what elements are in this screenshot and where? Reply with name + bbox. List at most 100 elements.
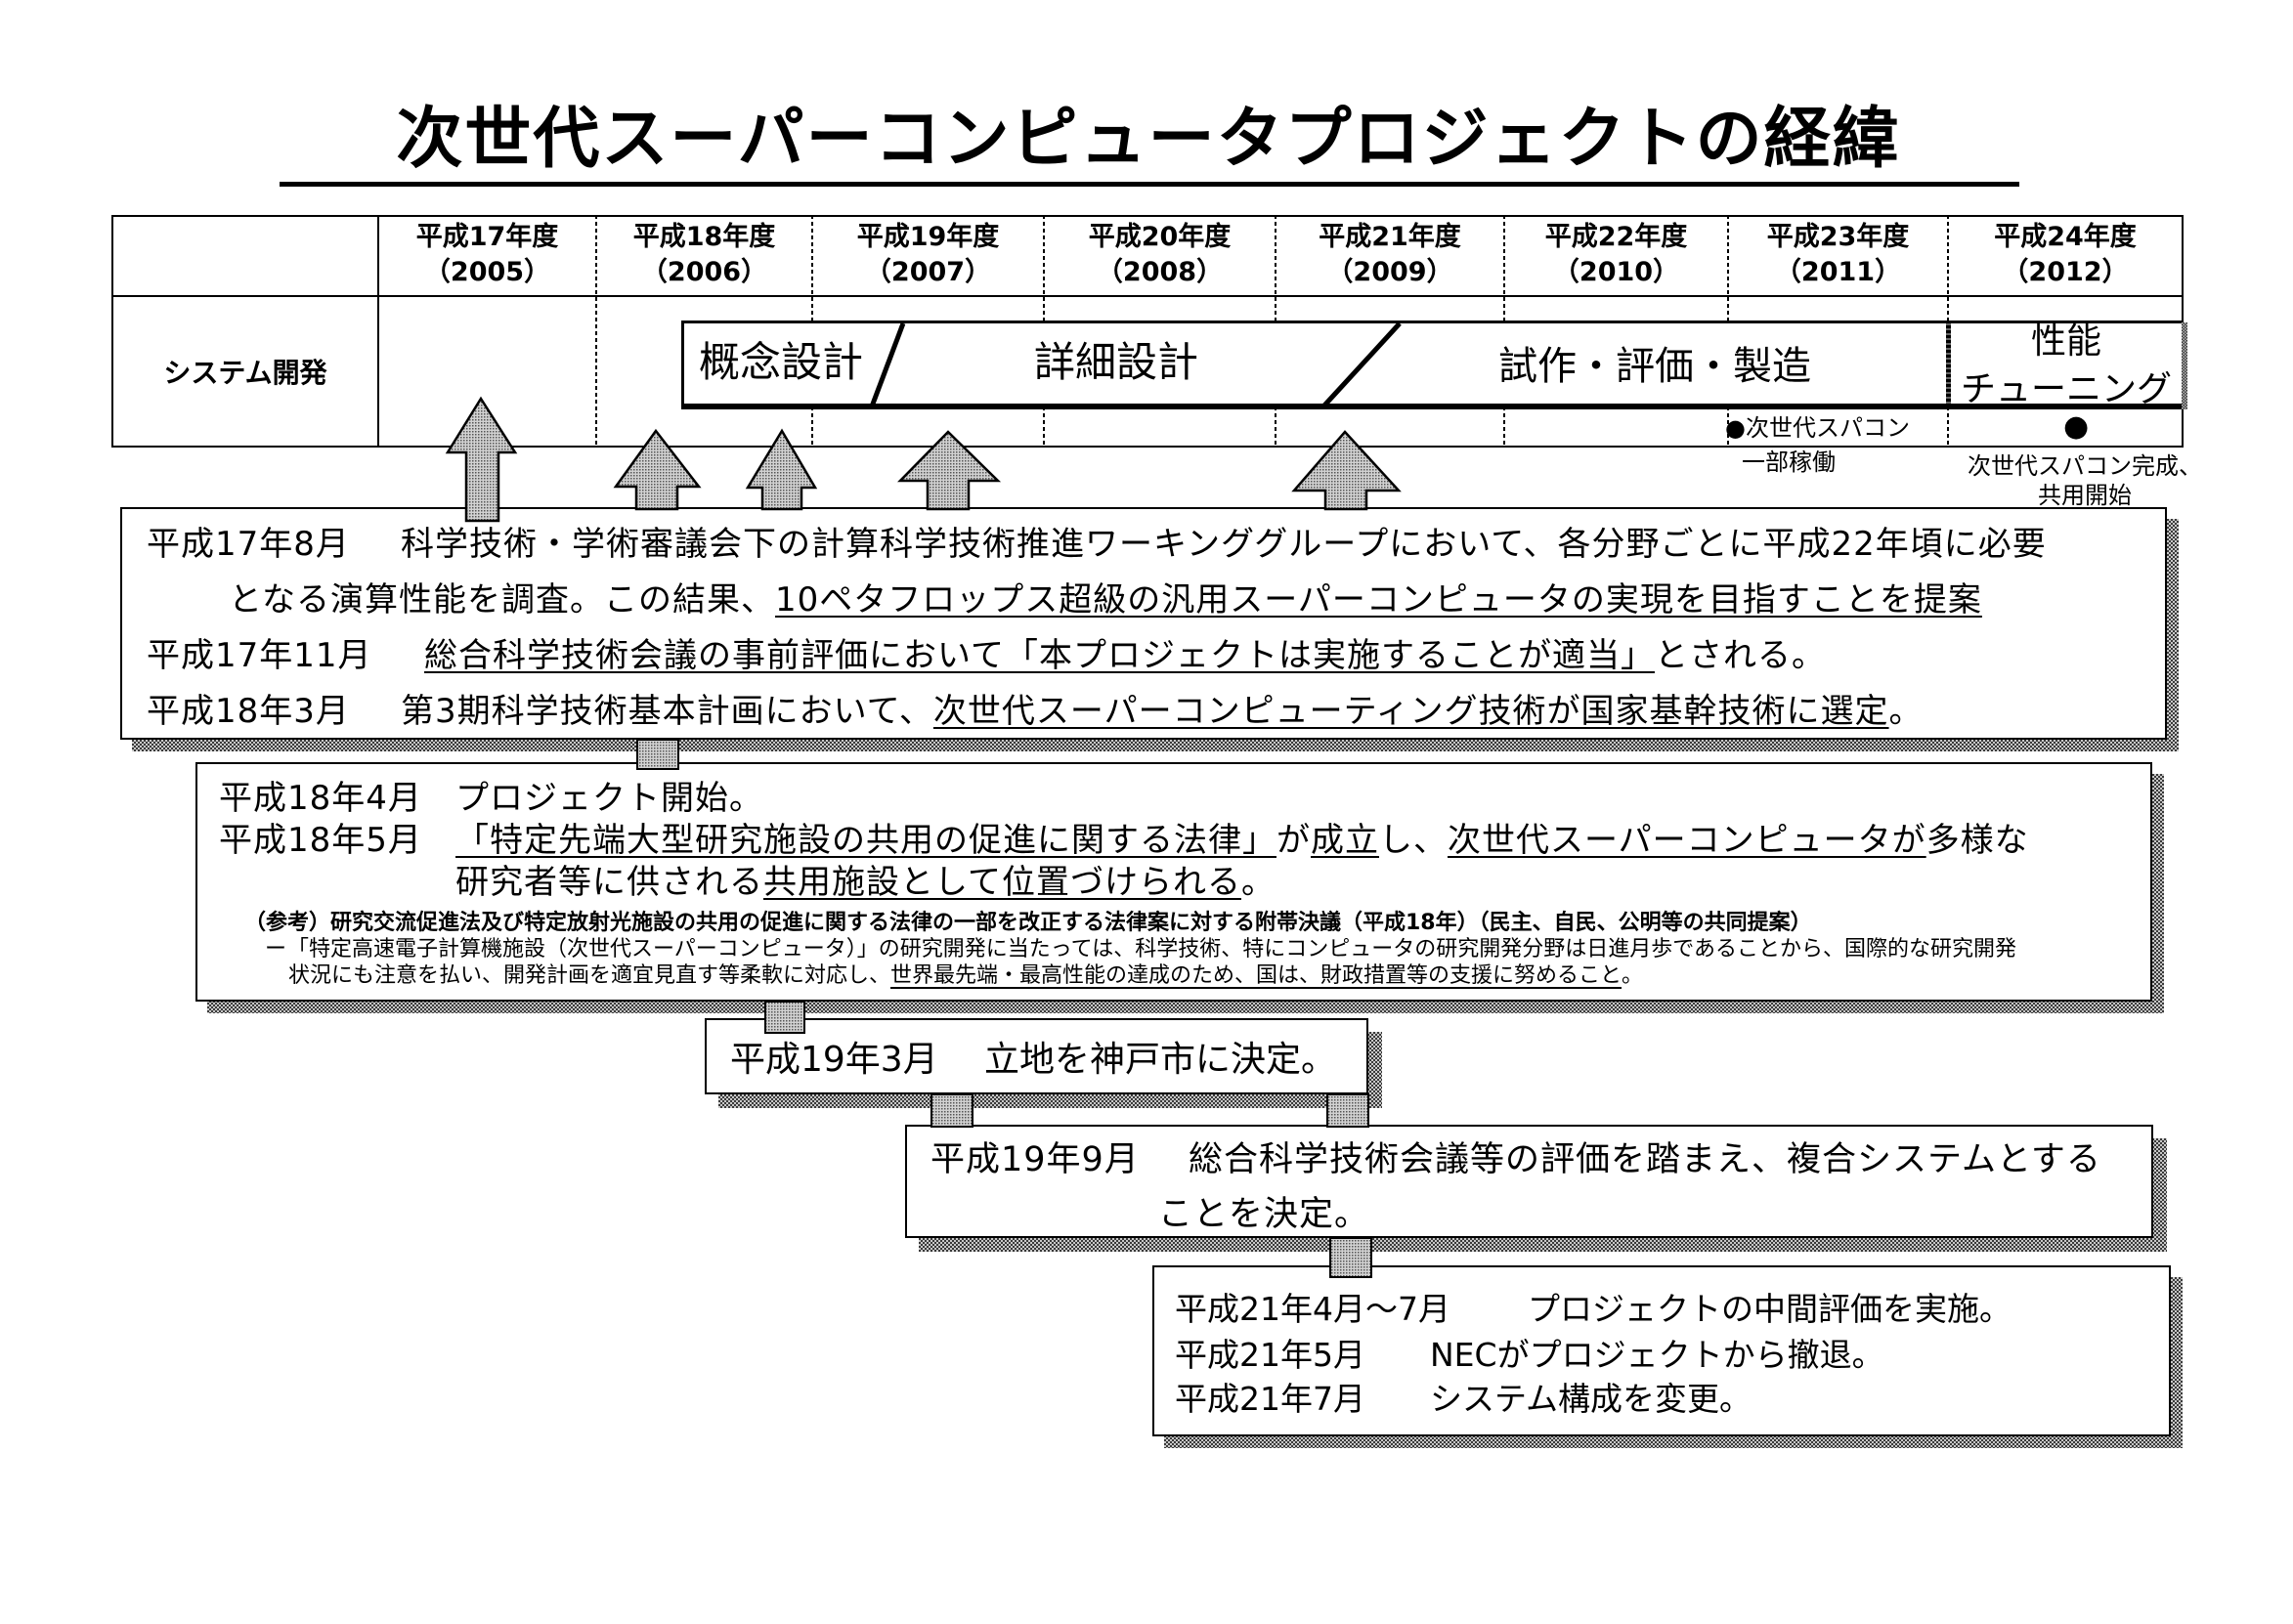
title-underline	[280, 182, 2019, 187]
event-text: 研究者等に供される共用施設として位置づけられる。	[455, 863, 1276, 902]
dash-bullet-icon: ー	[265, 937, 287, 962]
event-text: システム構成を変更。	[1430, 1380, 1752, 1418]
year-header-2010: 平成22年度 （2010）	[1505, 220, 1727, 290]
event-box-h18: 平成18年4月 プロジェクト開始。 平成18年5月 「特定先端大型研究施設の共用…	[195, 762, 2152, 1002]
milestone-dot-icon: ●	[2063, 409, 2090, 444]
western-year: （2006）	[640, 257, 768, 287]
event-box-h19-september: 平成19年9月 総合科学技術会議等の評価を踏まえ、複合システムとする ことを決定…	[905, 1125, 2153, 1238]
text-segment: 10ペタフロップス超級の汎用スーパーコンピュータの実現を目指すことを提案	[774, 580, 1982, 620]
text-segment: 科学技術・学術審議会下の計算科学技術推進ワーキンググループにおいて、各分野ごとに…	[401, 525, 2047, 564]
western-year: （2009）	[1326, 257, 1453, 287]
event-box-h21: 平成21年4月～7月 プロジェクトの中間評価を実施。 平成21年5月 NECがプ…	[1152, 1265, 2171, 1436]
event-date: 平成18年5月	[219, 821, 422, 860]
event-line: 平成19年3月 立地を神戸市に決定。	[707, 1039, 1366, 1082]
fiscal-year: 平成17年度	[415, 222, 559, 252]
event-line: 平成18年4月 プロジェクト開始。	[197, 779, 2150, 818]
western-year: （2012）	[2002, 257, 2129, 287]
event-text: となる演算性能を調査。この結果、10ペタフロップス超級の汎用スーパーコンピュータ…	[229, 578, 1982, 621]
western-year: （2005）	[423, 257, 551, 287]
phase-tuning-line2: チューニング	[1960, 369, 2172, 409]
year-header-2007: 平成19年度 （2007）	[813, 220, 1043, 290]
milestone-label-line2: 共用開始	[2038, 482, 2132, 509]
fiscal-year: 平成23年度	[1766, 222, 1910, 252]
text-segment: 。	[1622, 963, 1644, 988]
event-date: 平成19年3月	[730, 1040, 938, 1080]
event-text: NECがプロジェクトから撤退。	[1430, 1336, 1884, 1374]
event-text: 総合科学技術会議等の評価を踏まえ、複合システムとする	[1189, 1140, 2101, 1179]
text-segment: 成立	[1311, 821, 1379, 860]
event-text: 「特定先端大型研究施設の共用の促進に関する法律」が成立し、次世代スーパーコンピュ…	[455, 821, 2029, 860]
text-segment: が	[1276, 821, 1311, 860]
event-box-h19-march: 平成19年3月 立地を神戸市に決定。	[705, 1018, 1368, 1094]
event-date: 平成18年4月	[219, 779, 422, 818]
western-year: （2007）	[864, 257, 992, 287]
text-segment: 多様な	[1925, 821, 2029, 860]
header-divider	[111, 295, 2184, 297]
text-segment: とされる。	[1654, 636, 1826, 675]
phase-concept-design: 概念設計	[699, 338, 864, 386]
phase-prototype-evaluation-manufacture: 試作・評価・製造	[1498, 344, 1811, 389]
western-year: （2008）	[1096, 257, 1224, 287]
text-segment: 次世代スーパーコンピュータが	[1448, 821, 1926, 860]
event-text: 総合科学技術会議の事前評価において「本プロジェクトは実施することが適当」とされる…	[424, 634, 1826, 677]
fiscal-year: 平成22年度	[1544, 222, 1688, 252]
phase-bar-shadow	[2182, 322, 2187, 409]
text-segment: 。	[1240, 863, 1276, 902]
event-date: 平成17年8月	[147, 525, 350, 564]
western-year: （2011）	[1774, 257, 1902, 287]
text-segment: 。	[1888, 692, 1924, 731]
text-segment: 総合科学技術会議の事前評価において「本プロジェクトは実施することが適当」	[424, 636, 1655, 675]
event-date: 平成21年4月～7月	[1175, 1290, 1450, 1328]
reference-note-line: ー 「特定高速電子計算機施設（次世代スーパーコンピュータ）」の研究開発に当たって…	[197, 937, 2150, 962]
year-header-2009: 平成21年度 （2009）	[1276, 220, 1503, 290]
row-label-system-development: システム開発	[163, 357, 327, 389]
event-date: 平成17年11月	[147, 636, 372, 675]
event-text: 立地を神戸市に決定。	[984, 1040, 1337, 1080]
western-year: （2010）	[1552, 257, 1680, 287]
year-header-2005: 平成17年度 （2005）	[379, 220, 595, 290]
event-line: 平成17年11月 総合科学技術会議の事前評価において「本プロジェクトは実施するこ…	[122, 634, 2165, 677]
event-line: 平成21年5月 NECがプロジェクトから撤退。	[1154, 1336, 2169, 1375]
event-date: 平成21年5月	[1175, 1336, 1365, 1374]
reference-note-heading: （参考）研究交流促進法及び特定放射光施設の共用の促進に関する法律の一部を改正する…	[197, 911, 2150, 936]
event-date: 平成19年9月	[930, 1140, 1140, 1179]
event-text: 第3期科学技術基本計画において、次世代スーパーコンピューティング技術が国家基幹技…	[401, 690, 1924, 733]
event-text: ことを決定。	[1158, 1195, 1370, 1234]
event-line: 平成21年4月～7月 プロジェクトの中間評価を実施。	[1154, 1290, 2169, 1329]
milestone-partial-operation: ●次世代スパコン	[1725, 414, 1910, 442]
text-segment: 状況にも注意を払い、開発計画を適宜見直す等柔軟に対応し、	[288, 963, 891, 988]
fiscal-year: 平成18年度	[632, 222, 776, 252]
event-line: ことを決定。	[907, 1193, 2151, 1236]
fiscal-year: 平成24年度	[1994, 222, 2137, 252]
slide-title: 次世代スーパーコンピュータプロジェクトの経緯	[396, 101, 1901, 178]
event-line: 平成21年7月 システム構成を変更。	[1154, 1380, 2169, 1419]
fiscal-year: 平成20年度	[1088, 222, 1232, 252]
text-segment: 「特定先端大型研究施設の共用の促進に関する法律」	[455, 821, 1276, 860]
event-line: 平成17年8月 科学技術・学術審議会下の計算科学技術推進ワーキンググループにおい…	[122, 523, 2165, 566]
text-segment: プロジェクト開始。	[455, 779, 763, 818]
event-line: 研究者等に供される共用施設として位置づけられる。	[197, 863, 2150, 902]
event-text: 科学技術・学術審議会下の計算科学技術推進ワーキンググループにおいて、各分野ごとに…	[401, 523, 2047, 566]
text-segment: となる演算性能を調査。この結果、	[229, 580, 775, 620]
phase-bar	[681, 321, 2184, 409]
event-line: 平成19年9月 総合科学技術会議等の評価を踏まえ、複合システムとする	[907, 1138, 2151, 1181]
milestone-label-line2: 一部稼働	[1742, 449, 1836, 476]
label-column-divider	[377, 215, 379, 447]
year-header-2006: 平成18年度 （2006）	[597, 220, 811, 290]
text-segment: 世界最先端・最高性能の達成のため、国は、財政措置等の支援に努めること	[890, 963, 1622, 988]
tuning-divider	[1946, 321, 1951, 406]
phase-tuning-line1: 性能	[2030, 321, 2101, 362]
event-line: となる演算性能を調査。この結果、10ペタフロップス超級の汎用スーパーコンピュータ…	[122, 578, 2165, 621]
event-line: 平成18年3月 第3期科学技術基本計画において、次世代スーパーコンピューティング…	[122, 690, 2165, 733]
fiscal-year: 平成19年度	[856, 222, 1000, 252]
event-date: 平成18年3月	[147, 692, 350, 731]
event-text: プロジェクトの中間評価を実施。	[1528, 1290, 2012, 1328]
event-box-h17-h18: 平成17年8月 科学技術・学術審議会下の計算科学技術推進ワーキンググループにおい…	[120, 507, 2167, 740]
text-segment: 共用施設として位置づけられる	[763, 863, 1241, 902]
reference-note-line: 状況にも注意を払い、開発計画を適宜見直す等柔軟に対応し、世界最先端・最高性能の達…	[197, 963, 2150, 989]
year-divider	[595, 215, 597, 447]
milestone-dot-icon: ●	[1725, 414, 1746, 442]
text-segment: し、	[1379, 821, 1448, 860]
year-header-2011: 平成23年度 （2011）	[1729, 220, 1947, 290]
